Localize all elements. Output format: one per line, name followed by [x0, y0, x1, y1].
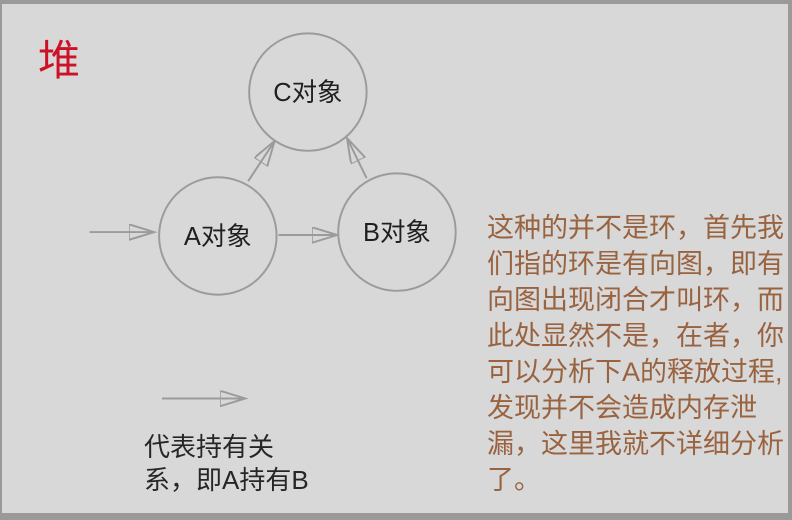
node-b-label: B对象: [363, 219, 431, 247]
node-a-circle: [158, 176, 278, 296]
object-graph-diagram: C对象 A对象 B对象: [89, 32, 457, 513]
note-line: 发现并不会造成内存泄: [487, 393, 757, 423]
note-line: 漏，这里我就不详细分析: [487, 429, 784, 459]
note-paragraph: 这种的并不是环，首先我 们指的环是有向图，即有 向图出现闭合才叫环，而 此处显然…: [487, 210, 788, 498]
node-a-label: A对象: [184, 223, 252, 251]
note-line: 这种的并不是环，首先我: [487, 213, 784, 243]
note-line: 了。: [487, 465, 541, 495]
legend-line: 代表持有关: [144, 432, 275, 462]
node-b-circle: [337, 172, 457, 292]
legend-line: 系，即A持有B: [144, 465, 309, 495]
heap-title: 堆: [38, 37, 81, 84]
legend-caption: 代表持有关 系，即A持有B: [144, 431, 309, 497]
note-line: 们指的环是有向图，即有: [487, 249, 784, 279]
edge-b-to-c: [347, 138, 368, 179]
note-line: 向图出现闭合才叫环，而: [487, 285, 784, 315]
note-line: 可以分析下A的释放过程,: [487, 357, 783, 387]
edge-a-to-c: [247, 141, 274, 182]
node-c-circle: [248, 32, 368, 152]
note-line: 此处显然不是，在者，你: [487, 321, 784, 351]
node-c-label: C对象: [273, 79, 342, 107]
